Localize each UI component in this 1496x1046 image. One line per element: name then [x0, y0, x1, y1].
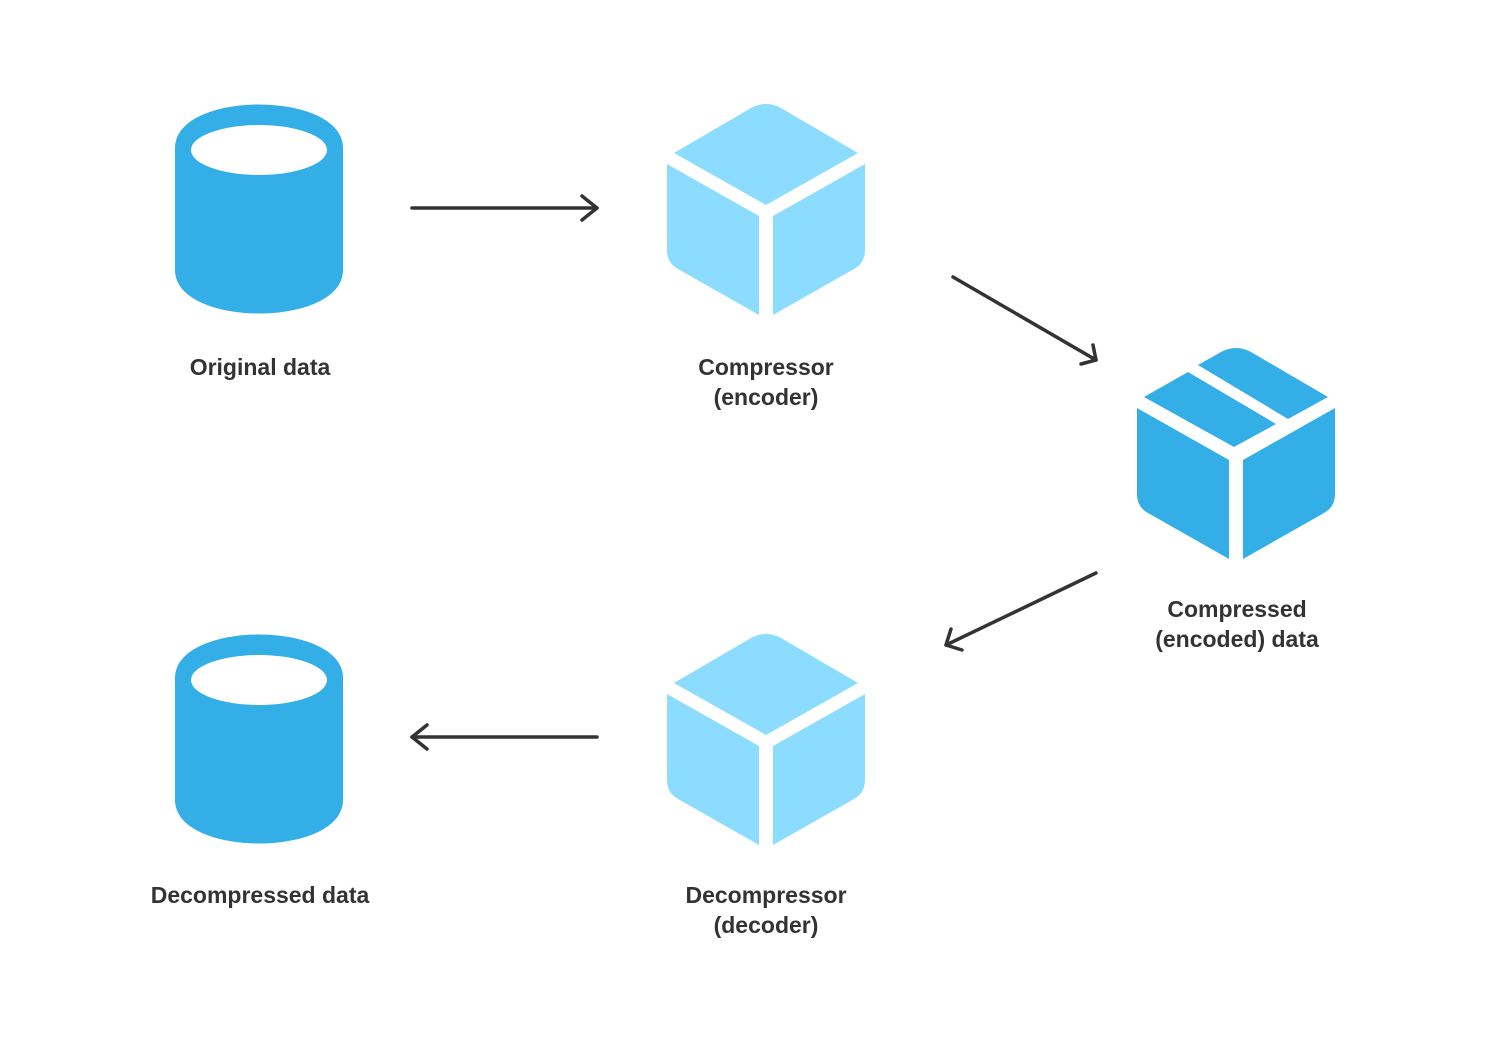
label-line: Decompressor — [685, 882, 847, 908]
label-line: Compressor — [698, 354, 834, 380]
label-line: (decoder) — [713, 912, 819, 938]
node-label-decompressor: Decompressor (decoder) — [685, 880, 846, 940]
node-label-compressor: Compressor (encoder) — [698, 352, 833, 412]
package-icon — [1137, 348, 1335, 559]
database-icon — [175, 634, 343, 844]
node-label-compressed-data: Compressed (encoded) data — [1155, 594, 1319, 654]
cube-icon — [667, 634, 865, 845]
database-icon — [175, 104, 343, 314]
arrow-original-to-compressor — [410, 194, 599, 222]
label-line: Original data — [189, 354, 331, 380]
node-label-original-data: Original data — [190, 352, 331, 382]
arrow-compressor-to-compressed — [951, 275, 1098, 366]
label-line: Decompressed data — [150, 882, 370, 908]
label-line: Compressed — [1167, 596, 1307, 622]
label-line: (encoder) — [713, 384, 819, 410]
label-line: (encoded) data — [1155, 626, 1319, 652]
cube-icon — [667, 104, 865, 315]
arrow-compressed-to-decompressor — [944, 571, 1098, 652]
node-label-decompressed-data: Decompressed data — [151, 880, 370, 910]
arrow-decompressor-to-decompressed — [410, 723, 599, 751]
